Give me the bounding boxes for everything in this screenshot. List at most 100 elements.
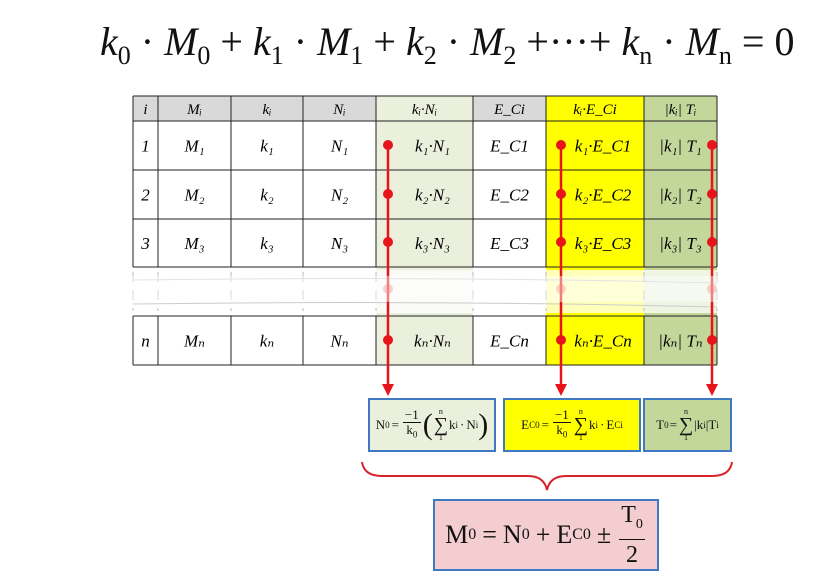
table-cell: kₙ·Nₙ — [414, 332, 451, 351]
eq-dot3: · — [446, 19, 461, 64]
eq-k1: k — [252, 19, 271, 64]
n0-term: k — [449, 417, 456, 432]
table-cell: E_C2 — [489, 186, 529, 205]
table-cell: k₃ — [260, 234, 274, 253]
table-cell: M₂ — [183, 186, 204, 205]
ec0-den: k0 — [554, 423, 569, 442]
n0-term2: N — [466, 417, 476, 432]
ec0-term2: E — [606, 417, 615, 432]
arrow-dot-faded — [383, 284, 393, 294]
eq-kn: k — [621, 19, 640, 64]
table-cell: |kₙ| Tₙ — [658, 332, 702, 351]
table-cell: k₁·N₁ — [415, 137, 450, 156]
n0-num: −1 — [402, 407, 421, 424]
eq-sub-1b: 1 — [350, 41, 364, 70]
arrow-dot — [383, 237, 393, 247]
eq-ellipsis: +···+ — [526, 19, 612, 64]
arrow-dot — [383, 189, 393, 199]
t0-lhs-sub: 0 — [664, 420, 669, 430]
eq-dot4: · — [662, 19, 676, 64]
header-cell-bg — [158, 96, 231, 121]
result-pm: ± — [596, 520, 612, 549]
n0-den: k0 — [404, 423, 419, 442]
ec0-lhs-sub: C0 — [529, 420, 540, 430]
ec0-term2-sub: Ci — [614, 420, 623, 430]
ec0-den-k: k — [556, 422, 563, 438]
result-lhs-sub: 0 — [468, 526, 477, 543]
eq-Mn: M — [685, 19, 719, 64]
table-cell: 3 — [140, 234, 150, 253]
n0-sum-bot: 1 — [438, 433, 443, 442]
result-num-sub: 0 — [635, 516, 643, 532]
arrow-dot — [556, 189, 566, 199]
t0-bar: | — [705, 417, 709, 432]
eq-M2: M — [470, 19, 504, 64]
result-e: E — [556, 520, 573, 549]
ec0-dot: · — [600, 417, 605, 432]
result-den: 2 — [626, 542, 639, 569]
table-cell: kₙ — [260, 332, 275, 351]
ec0-den-sub: 0 — [562, 429, 568, 440]
eq-k2: k — [405, 19, 424, 64]
t0-eq: = — [669, 417, 677, 432]
t0-term-sub: i — [703, 420, 706, 430]
table-cell: 1 — [141, 137, 150, 156]
table-cell: |k₃| T₃ — [659, 234, 702, 253]
header-cell-bg — [303, 96, 376, 121]
header-cell-bg — [644, 96, 717, 121]
t0-sum-bot: 1 — [684, 433, 689, 442]
table-cell: |k₁| T₁ — [659, 137, 701, 156]
n0-lhs-sub: 0 — [385, 420, 390, 430]
header-cell: Nᵢ — [332, 102, 345, 118]
n0-den-sub: 0 — [412, 429, 418, 440]
t0-sigma-icon: n ∑ 1 — [678, 407, 694, 442]
arrow-head-icon — [706, 384, 718, 396]
curly-brace-icon — [361, 461, 733, 491]
table-cell: kₙ·E_Cn — [574, 332, 631, 351]
header-cell: |kᵢ| Tᵢ — [665, 102, 697, 118]
break-line — [132, 278, 718, 284]
ec0-num: −1 — [552, 407, 571, 424]
ec0-sum-bot: 1 — [578, 433, 583, 442]
ec0-eq: = — [541, 417, 549, 432]
result-e-sub: C0 — [572, 526, 591, 543]
eq-M1: M — [317, 19, 351, 64]
arrow-dot — [707, 237, 717, 247]
header-cell: i — [143, 102, 147, 118]
table-cell: M₁ — [183, 137, 204, 156]
eq-plus2: + — [373, 19, 396, 64]
eq-k0: k — [100, 19, 118, 64]
arrow-dot-faded — [556, 284, 566, 294]
arrow-dot — [556, 335, 566, 345]
n0-dot: · — [460, 417, 465, 432]
n0-den-k: k — [406, 422, 413, 438]
table-cell: E_C3 — [489, 234, 529, 253]
arrow-dot — [707, 189, 717, 199]
result-lhs: M — [445, 520, 469, 549]
eq-equals-zero: = 0 — [741, 19, 795, 64]
table-cell: N₃ — [330, 234, 348, 253]
column-fill — [644, 121, 717, 365]
table-cell: N₂ — [330, 186, 348, 205]
table-cell: k₂·E_C2 — [575, 186, 632, 205]
table-cell: Mₙ — [183, 332, 205, 351]
n0-rparen: ) — [478, 408, 489, 441]
eq-M0: M — [164, 19, 198, 64]
eq-sub-nb: n — [718, 41, 732, 70]
arrow-head-icon — [382, 384, 394, 396]
break-line — [132, 302, 718, 308]
t0-sum-top: n — [684, 407, 689, 416]
table-cell: E_C1 — [489, 137, 529, 156]
header-cell-bg — [133, 96, 158, 121]
result-num-t: T — [621, 501, 636, 528]
arrow-dot — [556, 140, 566, 150]
header-cell-bg — [376, 96, 473, 121]
eq-dot2: · — [293, 19, 308, 64]
arrow-dot — [556, 237, 566, 247]
ec0-sum-top: n — [578, 407, 583, 416]
result-n: N — [502, 520, 522, 549]
